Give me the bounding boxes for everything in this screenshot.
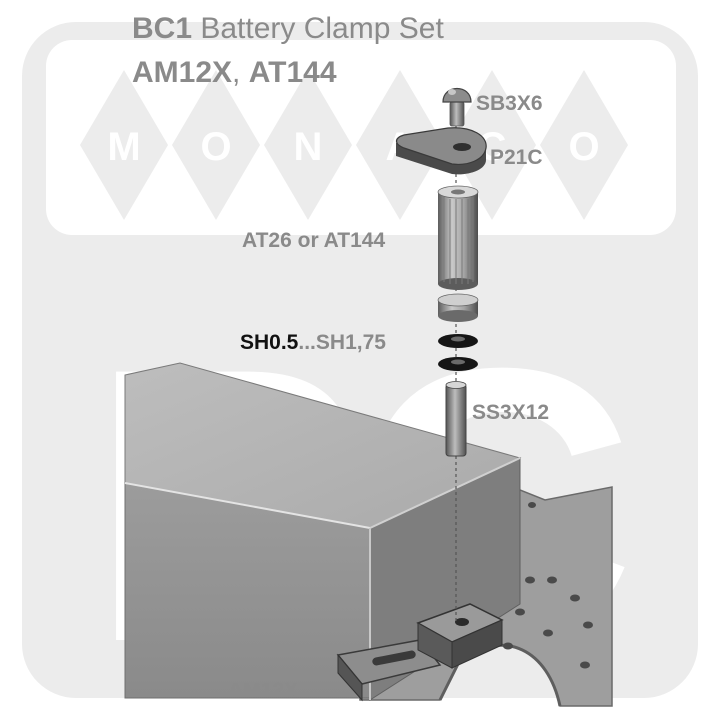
stud-top <box>445 381 467 389</box>
label-clamp-arm: P21C <box>490 146 543 169</box>
clamp-arm-hole <box>453 143 471 151</box>
battery-top-edge-highlight <box>124 482 371 529</box>
label-shims: SH0.5...SH1,75 <box>240 331 386 355</box>
title-model-a: AM12X <box>132 56 233 89</box>
watermark-letter: O <box>568 125 599 169</box>
shim-lower-hole <box>451 359 465 365</box>
mounting-plate-holes <box>503 502 593 669</box>
standoff-knurling <box>443 197 474 284</box>
shim-lower <box>438 357 478 371</box>
watermark-letter: M <box>107 125 140 169</box>
label-shim-max: SH1,75 <box>315 331 386 354</box>
standoff-base-washer-bottom <box>438 310 478 322</box>
screw-head-highlight <box>448 89 456 95</box>
diagram-subtitle: AM12X, AT144 <box>132 56 337 90</box>
mount-arm-slot <box>372 650 416 666</box>
watermark-diamonds <box>80 70 628 220</box>
stud-shaft <box>445 383 467 457</box>
clamp-arm-p21c <box>395 127 487 175</box>
stud-ss3x12 <box>445 381 467 457</box>
label-screw: SB3X6 <box>476 92 543 115</box>
label-stud: SS3X12 <box>472 401 550 424</box>
battery-corner-edge <box>369 457 521 529</box>
title-separator: , <box>232 56 249 89</box>
screw-shank <box>449 101 465 127</box>
shim-upper-hole <box>451 336 465 342</box>
shim-upper <box>438 334 478 348</box>
clamp-arm-top <box>395 127 487 165</box>
title-product-name: Battery Clamp Set <box>192 12 444 45</box>
title-model-b: AT144 <box>248 56 337 89</box>
battery-pack <box>124 362 522 701</box>
screw-sb3x6 <box>442 87 472 127</box>
watermark-letter: O <box>200 125 231 169</box>
standoff-body <box>438 192 478 284</box>
title-product-code: BC1 <box>132 12 193 45</box>
standoff-top-hole <box>451 189 465 195</box>
watermark-letter: N <box>294 125 323 169</box>
label-mount: AM12X <box>228 679 299 702</box>
mount-arm-front <box>337 653 363 702</box>
label-shim-range-sep: ... <box>298 331 316 354</box>
standoff-at26 <box>437 185 479 322</box>
mount-thread-hole <box>455 618 469 626</box>
am12x-mount <box>336 603 504 702</box>
standoff-base-washer-top <box>437 293 479 307</box>
watermark-letters: M O N A C O <box>107 125 599 169</box>
label-standoff: AT26 or AT144 <box>242 229 386 252</box>
mount-block-side <box>451 619 503 669</box>
diagram-title: BC1 Battery Clamp Set <box>132 12 444 46</box>
label-shim-min: SH0.5 <box>240 331 299 354</box>
